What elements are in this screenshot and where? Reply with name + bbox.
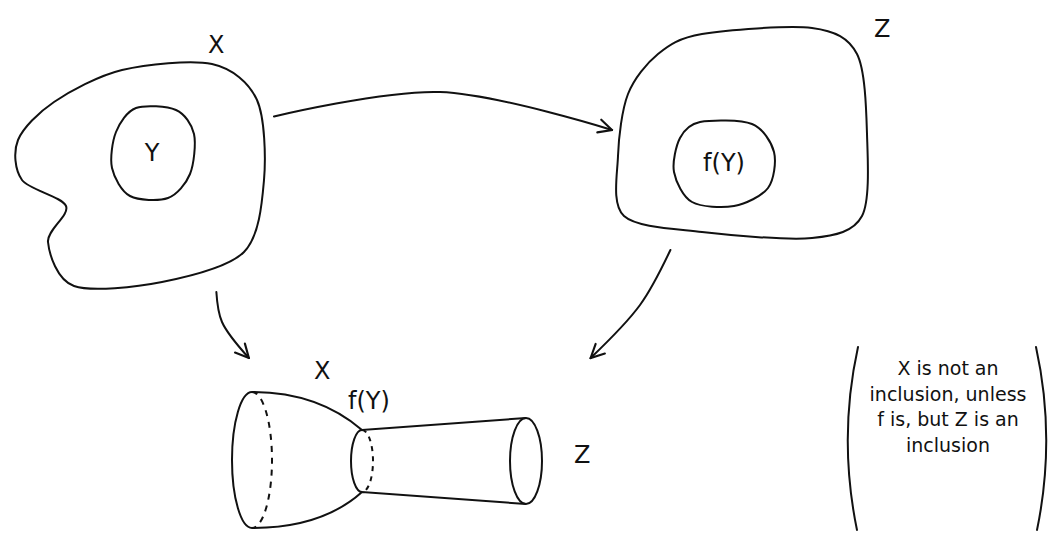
open-bracket <box>848 347 858 530</box>
label-holder: f(Y) <box>348 388 390 414</box>
label-holder: Z <box>874 16 890 42</box>
image-blob: f(Y) <box>670 118 778 208</box>
label-holder: X <box>208 32 224 58</box>
arrow-connector <box>591 250 671 358</box>
node-label: f(Y) <box>348 388 390 414</box>
node-label: Z <box>574 442 590 468</box>
label-holder: f(Y) <box>703 150 745 176</box>
label-holder: Z <box>574 442 590 468</box>
label-holder: Y <box>145 140 160 166</box>
label-holder: X <box>314 358 330 384</box>
note-text: X is not an inclusion, unless f is, but … <box>864 356 1032 459</box>
arrow-connector <box>216 292 249 358</box>
note-holder: X is not an inclusion, unless f is, but … <box>864 356 1032 459</box>
outline <box>12 30 274 292</box>
space-blob: XY <box>12 30 274 292</box>
space-blob: Zf(Y) <box>612 10 904 250</box>
arrow-connector <box>274 92 612 130</box>
node-label: Y <box>145 140 160 166</box>
node-label: X <box>314 358 330 384</box>
outline <box>612 10 904 250</box>
mapping-cylinder: Xf(Y) Z <box>222 358 606 534</box>
subspace-blob: Y <box>106 104 198 202</box>
outline <box>222 358 606 534</box>
node-label: Z <box>874 16 890 42</box>
node-label: f(Y) <box>703 150 745 176</box>
node-label: X <box>208 32 224 58</box>
close-bracket <box>1036 347 1046 530</box>
